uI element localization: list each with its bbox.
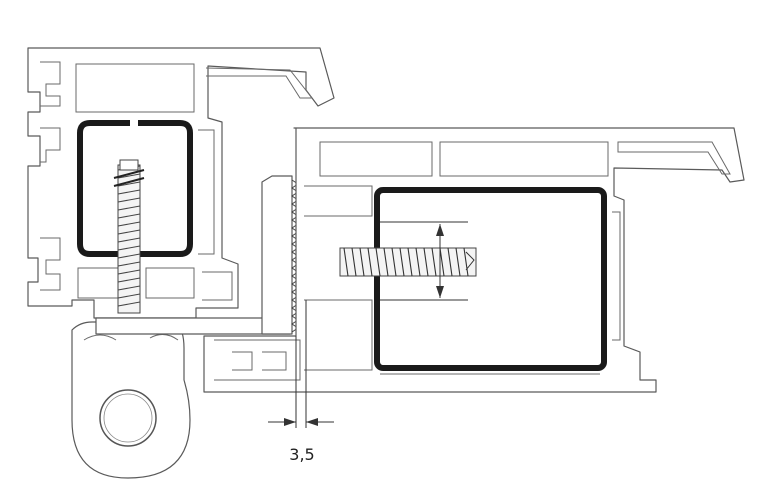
- dimension-horizontal: 3,5: [268, 300, 334, 464]
- dimension-vertical: [380, 221, 468, 301]
- dimension-label: 3,5: [289, 445, 314, 464]
- left-profile: [27, 47, 335, 319]
- vertical-screw: [113, 159, 145, 314]
- horizontal-screw: [339, 247, 477, 277]
- hinge: [71, 321, 191, 479]
- right-steel-reinforcement: [374, 187, 607, 371]
